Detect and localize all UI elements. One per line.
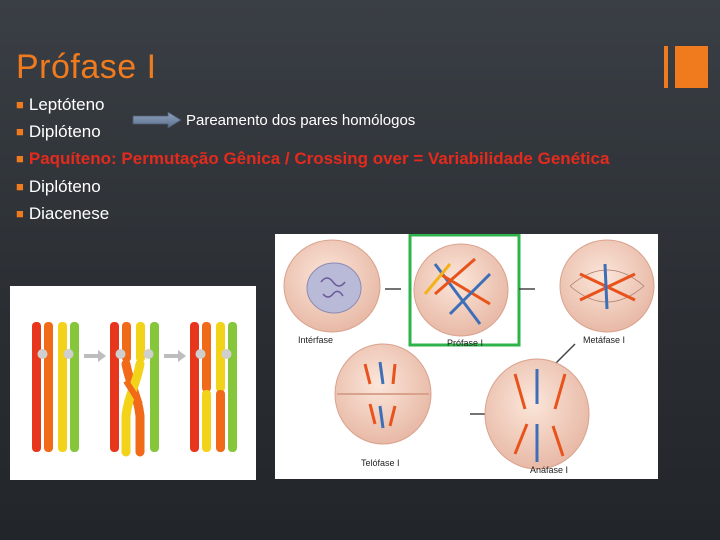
caption-anaphase: Anáfase I <box>530 465 569 475</box>
prophase-highlight-box <box>408 234 521 347</box>
bullet-item: ■Diplóteno <box>16 177 101 196</box>
caption-prophase: Prófase I <box>447 338 484 348</box>
meiosis-cells-illustration <box>283 234 655 470</box>
square-bullet-icon: ■ <box>16 179 24 194</box>
caption-telophase: Telófase I <box>361 458 400 468</box>
right-arrow-icon <box>132 111 182 129</box>
pairing-note: Pareamento dos pares homólogos <box>186 112 416 129</box>
caption-interphase: Intérfase <box>298 335 334 345</box>
accent-bar-thick <box>675 46 708 88</box>
bullet-item: ■Leptóteno <box>16 95 105 114</box>
square-bullet-icon: ■ <box>16 151 24 166</box>
accent-bar-thin <box>664 46 668 88</box>
square-bullet-icon: ■ <box>16 206 24 221</box>
caption-metaphase: Metáfase I <box>583 335 626 345</box>
slide-title: Prófase I <box>16 48 157 86</box>
square-bullet-icon: ■ <box>16 124 24 139</box>
crossing-over-diagram <box>10 286 256 480</box>
meiosis-stages-figure: Intérfase Prófase I Metáfase I Telófase … <box>275 234 658 479</box>
square-bullet-icon: ■ <box>16 97 24 112</box>
bullet-item: ■Diplóteno <box>16 122 101 141</box>
bullet-item-highlight: ■Paquíteno: Permutação Gênica / Crossing… <box>16 149 610 168</box>
bullet-item: ■Diacenese <box>16 204 110 223</box>
crossing-over-illustration <box>32 322 237 457</box>
